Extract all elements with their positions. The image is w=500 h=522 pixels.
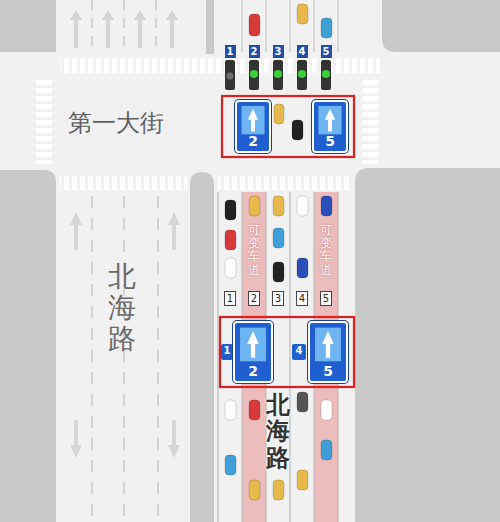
lane-sign: 2 [235,100,271,153]
road-name: 北海路 [266,392,290,471]
sign-number: 5 [310,364,346,379]
lane-sign: 2 [233,321,273,383]
lane-sign: 5 [308,321,348,383]
sign-number: 2 [237,134,269,149]
variable-lane-text: 可变车道 [248,224,260,277]
lane-number: 2 [248,291,260,306]
lane-number: 5 [320,291,332,306]
signal-number: 2 [249,45,260,58]
street-name: 第一大街 [68,110,164,136]
sign-number: 5 [314,134,346,149]
lane-number: 3 [272,291,284,306]
lane-number: 1 [224,291,236,306]
signal-number: 4 [297,45,308,58]
road-name: 北海路 [108,262,136,354]
lane-number: 4 [296,291,308,306]
signal-number: 3 [273,45,284,58]
lane-sign: 5 [312,100,348,153]
sign-tab-number: 4 [296,345,303,356]
signal-number: 5 [321,45,332,58]
sign-number: 2 [235,364,271,379]
variable-lane-text: 可变车道 [320,224,332,277]
signal-number: 1 [225,45,236,58]
sign-tab-number: 1 [224,345,231,356]
